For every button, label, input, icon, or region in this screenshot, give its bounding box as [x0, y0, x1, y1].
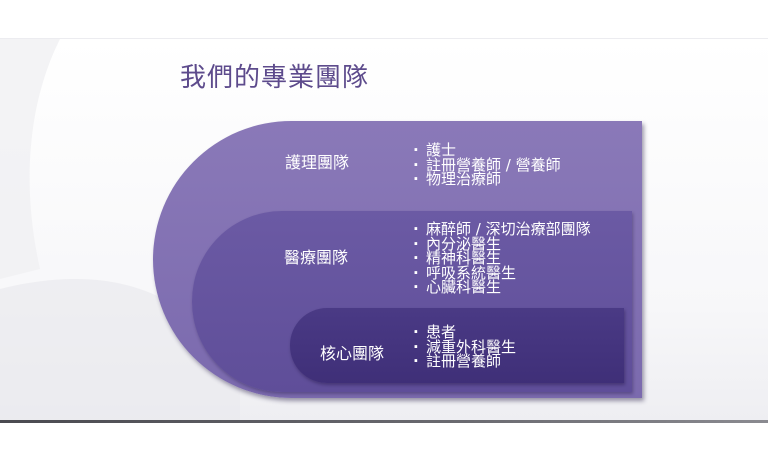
- list-item: 心臟科醫生: [413, 280, 591, 295]
- core-team-list: 患者 減重外科醫生 註冊營養師: [413, 325, 516, 369]
- medical-team-list: 麻醉師 / 深切治療部團隊 內分泌醫生 精神科醫生 呼吸系統醫生 心臟科醫生: [413, 222, 591, 295]
- list-item: 患者: [413, 325, 516, 340]
- nursing-team-label: 護理團隊: [285, 153, 350, 172]
- core-team-label: 核心團隊: [320, 344, 385, 363]
- list-item: 內分泌醫生: [413, 236, 591, 252]
- list-item: 註冊營養師 / 營養師: [413, 157, 561, 173]
- slide-title: 我們的專業團隊: [180, 63, 370, 93]
- list-item: 註冊營養師: [413, 354, 516, 369]
- list-item: 護士: [413, 143, 561, 158]
- medical-team-label: 醫療團隊: [284, 248, 349, 267]
- list-item: 呼吸系統醫生: [413, 265, 591, 281]
- list-item: 麻醉師 / 深切治療部團隊: [413, 222, 591, 237]
- list-item: 減重外科醫生: [413, 339, 516, 355]
- list-item: 精神科醫生: [413, 251, 591, 266]
- nursing-team-list: 護士 註冊營養師 / 營養師 物理治療師: [413, 143, 561, 187]
- slide-bottom-border: [0, 420, 768, 423]
- list-item: 物理治療師: [413, 172, 561, 187]
